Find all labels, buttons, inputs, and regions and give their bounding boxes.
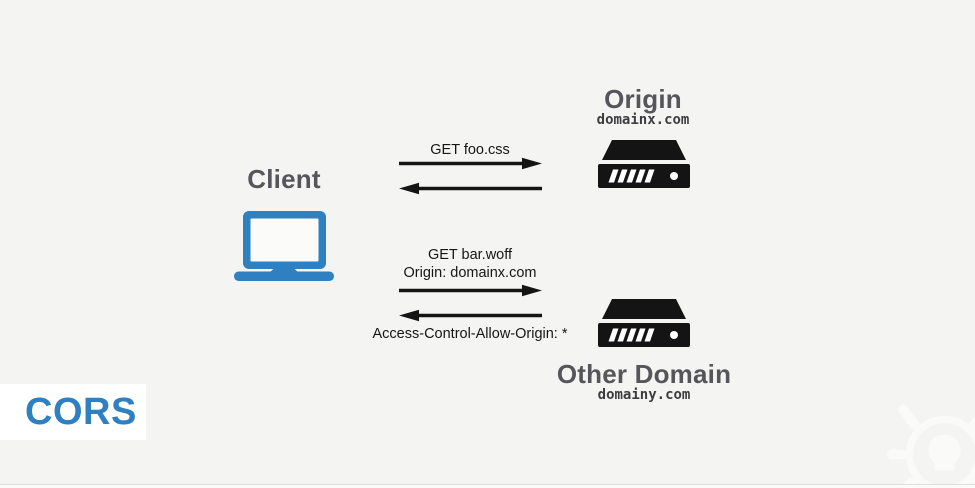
- lightbulb-logo-icon: [887, 404, 975, 488]
- origin-server-domain: domainx.com: [596, 112, 690, 128]
- bottom-strip: [0, 485, 975, 488]
- cors-request-line1: GET bar.woff: [427, 247, 513, 263]
- cors-response-label: Access-Control-Allow-Origin: *: [372, 326, 568, 342]
- laptop-icon: [234, 211, 334, 281]
- origin-server-icon: [598, 140, 690, 188]
- other-domain-domain: domainy.com: [597, 387, 691, 403]
- cors-title-label: CORS: [25, 390, 137, 433]
- bottom-divider: [0, 484, 975, 485]
- cors-request-arrow-right-icon: [399, 284, 542, 297]
- cors-response-arrow-left-icon: [399, 309, 542, 322]
- other-domain-server-icon: [598, 299, 690, 347]
- cors-request-line2: Origin: domainx.com: [403, 265, 537, 281]
- request-arrow-right-icon: [399, 157, 542, 170]
- cors-title-badge: CORS: [0, 384, 146, 440]
- other-domain-title: Other Domain: [556, 359, 732, 389]
- simple-request-label: GET foo.css: [430, 142, 510, 158]
- client-label: Client: [247, 164, 321, 194]
- response-arrow-left-icon: [399, 182, 542, 195]
- origin-server-title: Origin: [604, 84, 682, 114]
